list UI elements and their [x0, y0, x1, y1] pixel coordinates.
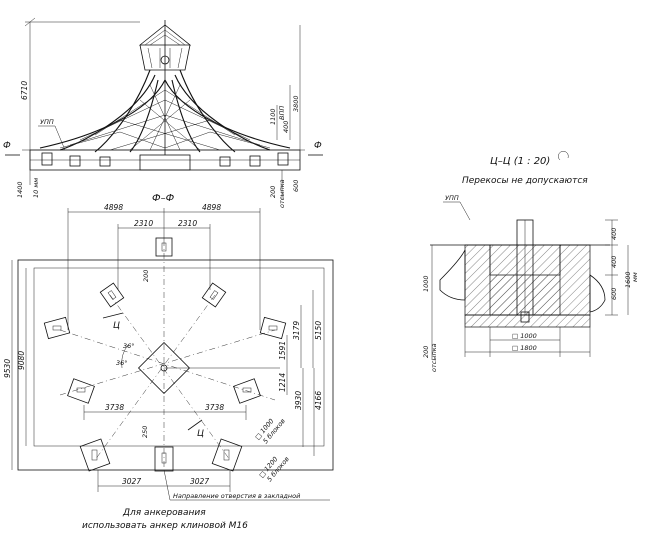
angle-36-a-label: 36°: [123, 342, 135, 350]
dim-1100-label: 1100: [269, 108, 277, 125]
center-footing: [137, 341, 191, 395]
height-6710-label: 6710: [20, 81, 29, 100]
anchor-note-line-2: использовать анкер клиновой М16: [82, 521, 248, 531]
otsypka-elevation-label: отсыпка: [278, 179, 286, 208]
plan-view: Ф–Ф 4898 4898 2310 2310 200 9530 9080 51…: [3, 193, 334, 531]
soil-fill-left: [439, 249, 466, 301]
dim-1000-left-label: 1000: [422, 275, 430, 292]
dim-1600-unit-label: мм: [631, 272, 639, 282]
dim-3930-label: 3930: [294, 391, 303, 410]
anchor-note-line-1: Для анкерования: [122, 508, 206, 518]
section-mark-left: Ф: [3, 141, 11, 151]
dim-3800-label: 3800: [292, 95, 300, 112]
dim-1800-bottom-label: □ 1800: [512, 344, 537, 352]
cut-mark-b-label: Ц: [197, 429, 204, 439]
section-mark-right: Ф: [314, 141, 322, 151]
dim-3738-right-label: 3738: [205, 403, 224, 412]
bottom-slab: [464, 314, 591, 328]
dim-1591-label: 1591: [278, 341, 287, 360]
dim-1214-label: 1214: [278, 373, 287, 392]
rope-pyramid: [39, 20, 291, 155]
plan-outer-boundary: [17, 259, 334, 471]
dim-4166-label: 4166: [314, 391, 323, 410]
dim-600-section-label: 600: [610, 288, 618, 300]
cut-mark-a-label: Ц: [113, 321, 120, 331]
soil-fill-right: [589, 274, 606, 313]
dim-1600-label: 1600: [624, 271, 632, 288]
elevation-view: 6710 1400 10 мм Ф Ф УПП 1100 ВПП 400 380…: [3, 17, 323, 208]
dim-2310-right-label: 2310: [178, 219, 197, 228]
dim-5150-label: 5150: [314, 321, 323, 340]
plan-inner-boundary: [33, 267, 325, 447]
dim-250-label: 250: [141, 426, 149, 438]
dim-2310-left-label: 2310: [134, 219, 153, 228]
dim-3179-label: 3179: [292, 321, 301, 340]
dim-200-top-label: 200: [142, 270, 150, 282]
top-tower: [138, 24, 192, 71]
otsypka-section-label: отсыпка: [430, 343, 438, 372]
section-title: Ц–Ц (1 : 20): [490, 156, 550, 167]
dim-1400-label: 1400: [16, 181, 24, 198]
dim-9080-label: 9080: [17, 351, 26, 370]
section-view: Ц–Ц (1 : 20) Перекосы не допускаются УПП…: [422, 151, 639, 372]
central-footing: [139, 154, 191, 171]
dim-200-elevation-label: 200: [269, 186, 277, 198]
section-note: Перекосы не допускаются: [462, 176, 588, 186]
upp-label-section: УПП: [445, 194, 459, 202]
dim-1000-bottom-label: □ 1000: [512, 332, 537, 340]
dim-4898-left-label: 4898: [104, 203, 123, 212]
vpp-label: ВПП: [278, 106, 286, 120]
anchor-blocks: [43, 237, 287, 472]
dim-400-label: 400: [282, 121, 290, 133]
dim-400-mid-section-label: 400: [610, 256, 618, 268]
dim-3027-right-label: 3027: [190, 477, 209, 486]
dim-9530-label: 9530: [3, 359, 12, 378]
dim-10mm-label: 10 мм: [32, 178, 40, 198]
dim-200-section-label: 200: [422, 346, 430, 358]
hole-direction-note: Направление отверстия в закладной: [173, 492, 300, 500]
dim-3738-left-label: 3738: [105, 403, 124, 412]
dim-400-top-section-label: 400: [610, 228, 618, 240]
dim-600-elevation-label: 600: [292, 180, 300, 192]
dim-4898-right-label: 4898: [202, 203, 221, 212]
dim-3027-left-label: 3027: [122, 477, 141, 486]
upp-label-elevation: УПП: [40, 118, 54, 126]
plan-title: Ф–Ф: [152, 193, 175, 204]
